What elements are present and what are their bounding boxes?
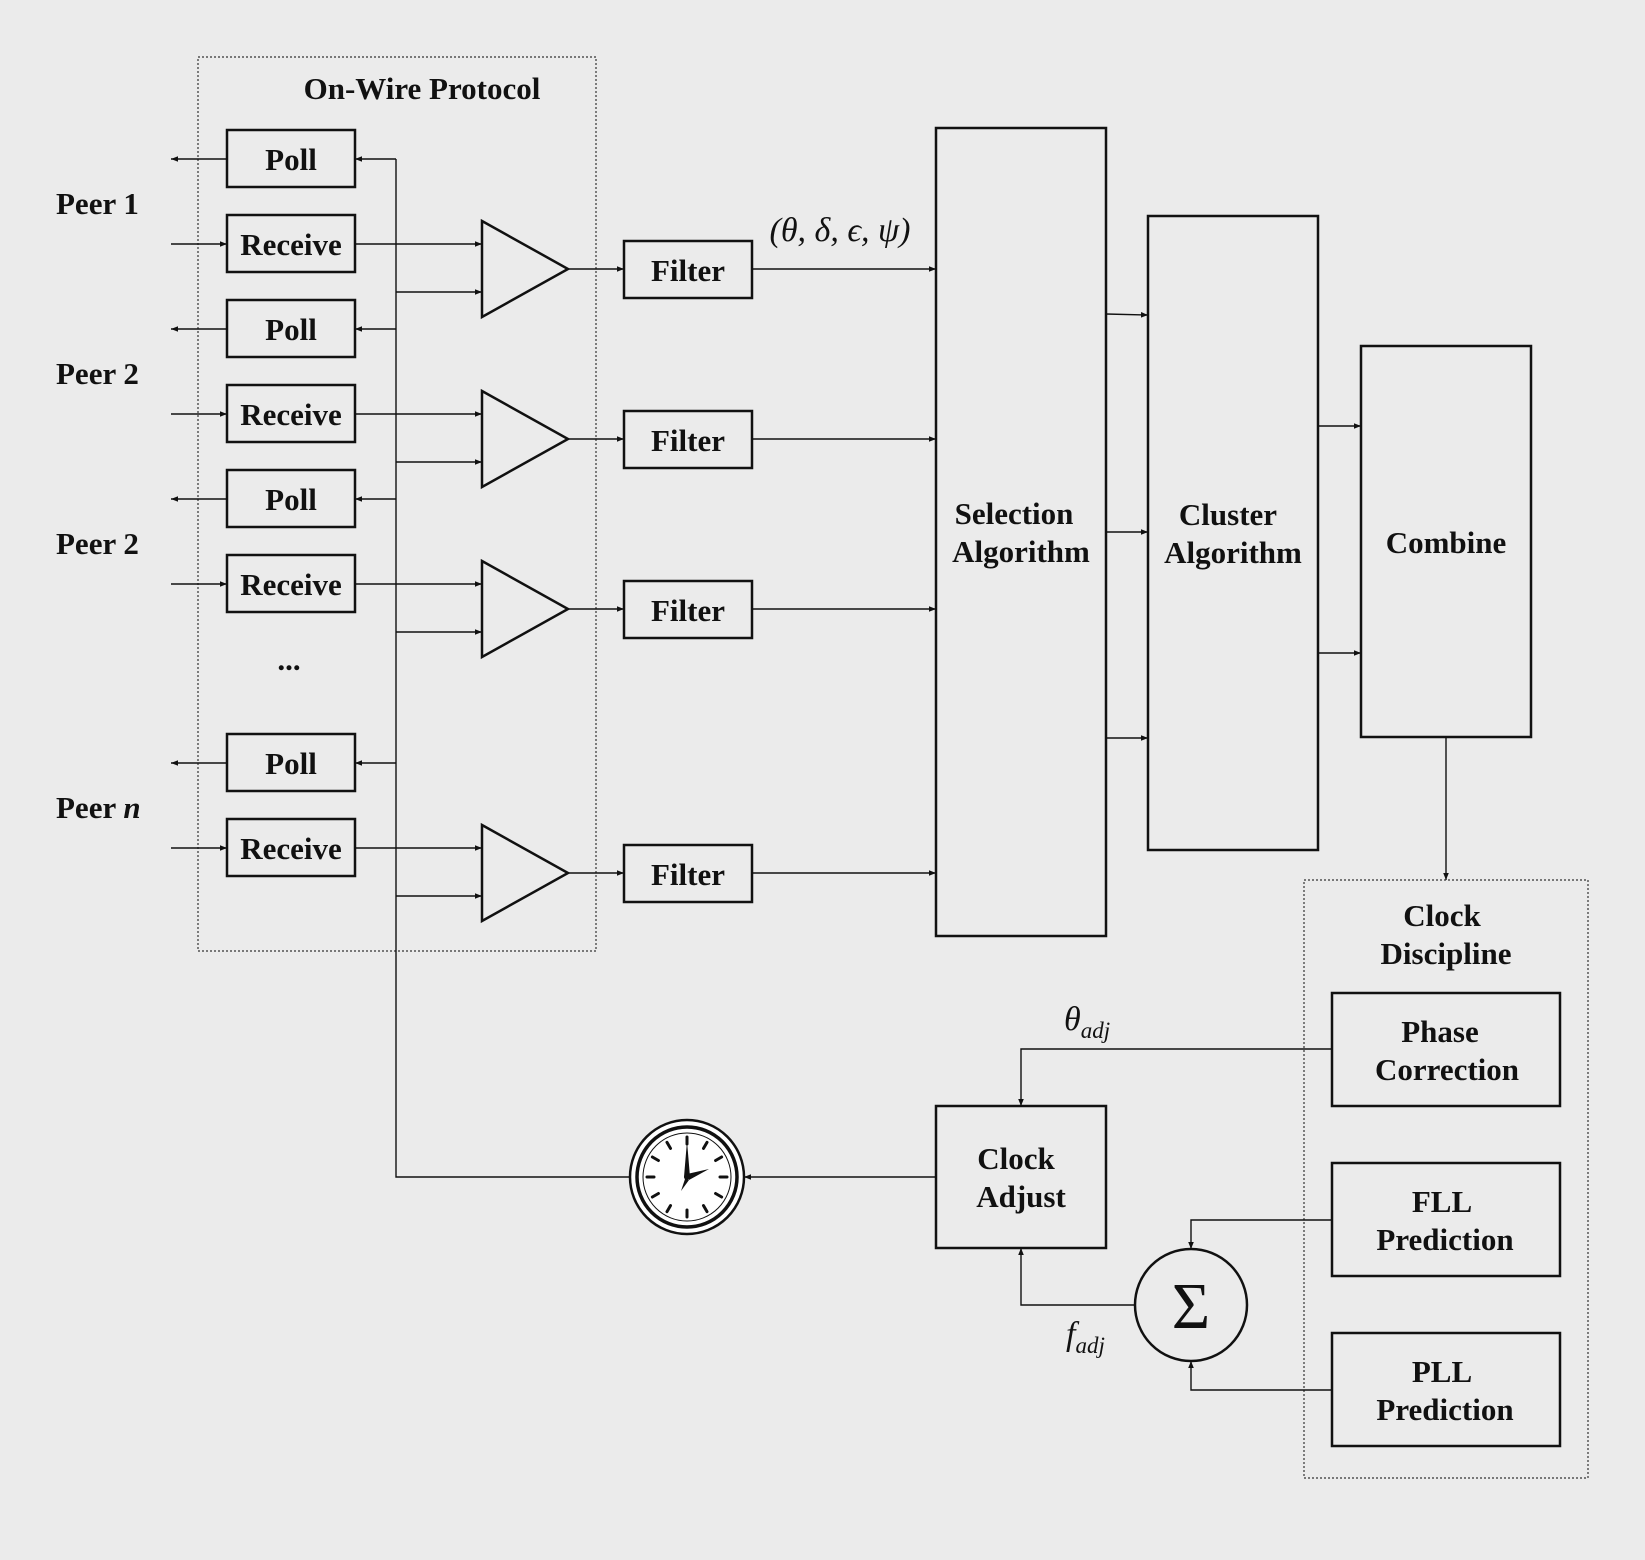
f-adj-sub: adj [1075,1333,1104,1358]
selection-algorithm-box[interactable] [934,126,1108,938]
pll-label-line1: PLL [1412,1354,1472,1389]
theta-adj-label: θadj [1064,1001,1110,1043]
peer-label: Peer 2 [56,356,139,391]
poll-label: Poll [265,142,317,177]
phase-label-line2: Correction [1375,1052,1519,1087]
f-adj-wire [1018,1248,1135,1306]
peer-row-n: Peer n Poll Receive Filter [56,732,936,924]
peer-label-text: Peer [56,790,123,825]
selection-label-line1: Selection [955,496,1074,531]
f-adj-label: fadj [1066,1316,1105,1358]
comparator-triangle [480,388,571,490]
theta-adj-wire [1018,1048,1332,1106]
clock-adjust-box[interactable] [934,1104,1108,1250]
fll-prediction-box[interactable] [1330,1161,1562,1278]
cluster-label-line2: Algorithm [1164,535,1302,570]
comparator-triangle [480,558,571,660]
cluster-algorithm-box[interactable] [1146,214,1320,852]
peer-ellipsis: ... [277,642,300,677]
pll-to-sum-wire [1188,1361,1332,1391]
filter-label: Filter [651,857,725,892]
fll-label-line2: Prediction [1376,1222,1513,1257]
fll-to-sum-wire [1188,1219,1332,1249]
selection-label-line2: Algorithm [952,534,1090,569]
clock-discipline-title-line2: Discipline [1381,936,1512,971]
sum-symbol: Σ [1172,1270,1210,1343]
pll-prediction-box[interactable] [1330,1331,1562,1448]
clock-icon [628,1118,746,1236]
peer-label-var: n [123,790,140,825]
peer-label: Peer n [56,790,141,825]
receive-label: Receive [240,227,342,262]
phase-label-line1: Phase [1401,1014,1479,1049]
theta-adj-symbol: θ [1064,1001,1081,1038]
receive-label: Receive [240,397,342,432]
filter-output-tuple: (θ, δ, ϵ, ψ) [770,212,911,249]
poll-label: Poll [265,746,317,781]
phase-correction-box[interactable] [1330,991,1562,1108]
peer-label: Peer 1 [56,186,139,221]
on-wire-protocol-group [197,56,597,952]
poll-label: Poll [265,482,317,517]
comparator-triangle [480,218,571,320]
on-wire-protocol-title: On-Wire Protocol [304,71,541,106]
peer-row-2: Peer 2 Poll Receive Filter [56,298,936,490]
receive-label: Receive [240,567,342,602]
clock-discipline-title-line1: Clock [1403,898,1481,933]
clock-discipline-group [1303,879,1589,1479]
clock-adjust-label-line2: Adjust [976,1179,1066,1214]
combine-label: Combine [1386,525,1507,560]
comparator-triangle [480,822,571,924]
filter-label: Filter [651,423,725,458]
filter-label: Filter [651,593,725,628]
peer-label: Peer 2 [56,526,139,561]
theta-adj-sub: adj [1081,1018,1110,1043]
filter-label: Filter [651,253,725,288]
receive-label: Receive [240,831,342,866]
poll-label: Poll [265,312,317,347]
clock-adjust-label-line1: Clock [977,1141,1055,1176]
peer-row-1: Peer 1 Poll Receive Filter [56,128,936,320]
pll-label-line2: Prediction [1376,1392,1513,1427]
clock-feedback-bus [395,159,630,1178]
cluster-label-line1: Cluster [1179,497,1277,532]
fll-label-line1: FLL [1412,1184,1472,1219]
peer-row-3: Peer 2 Poll Receive Filter [56,468,936,660]
